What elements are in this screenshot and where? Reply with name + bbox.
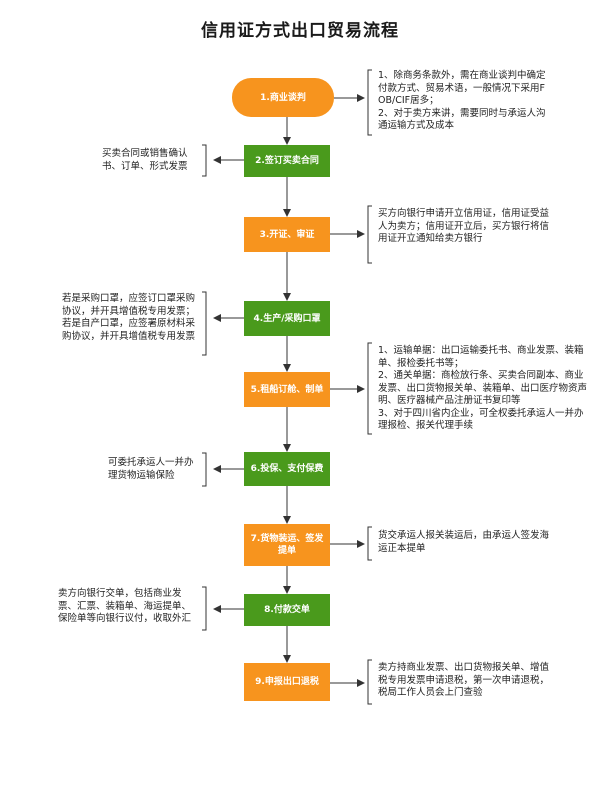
step-3-open-review-lc: 3.开证、审证 — [244, 217, 330, 252]
step-2-sign-contract: 2.签订买卖合同 — [244, 145, 330, 177]
note-step-2: 买卖合同或销售确认书、订单、形式发票 — [102, 148, 188, 172]
note-step-9: 卖方持商业发票、出口货物报关单、增值税专用发票申请退税，第一次申请退税，税局工作… — [378, 662, 550, 698]
note-step-4: 若是采购口罩，应签订口罩采购协议，并开具增值税专用发票；若是自产口罩，应签署原材… — [62, 293, 196, 342]
note-step-3: 买方向银行申请开立信用证，信用证受益人为卖方；信用证开立后，买方银行将信用证开立… — [378, 208, 550, 244]
step-9-export-tax-rebate: 9.申报出口退税 — [244, 663, 330, 701]
note-step-7: 货交承运人报关装运后，由承运人签发海运正本提单 — [378, 530, 550, 554]
step-7-shipment-bill-of-lading: 7.货物装运、签发提单 — [244, 524, 330, 566]
note-step-1: 1、除商务条款外，需在商业谈判中确定付款方式、贸易术语，一般情况下采用FOB/C… — [378, 70, 546, 131]
page-title: 信用证方式出口贸易流程 — [201, 21, 399, 41]
step-5-booking-documents: 5.租船订舱、制单 — [244, 372, 330, 407]
step-4-produce-purchase-masks: 4.生产/采购口罩 — [244, 301, 330, 336]
note-step-8: 卖方向银行交单，包括商业发票、汇票、装箱单、海运提单、保险单等向银行议付，收取外… — [58, 588, 192, 624]
note-step-6: 可委托承运人一并办理货物运输保险 — [108, 457, 194, 481]
step-1-business-negotiation: 1.商业谈判 — [232, 78, 334, 117]
step-6-insurance: 6.投保、支付保费 — [244, 452, 330, 486]
note-step-5: 1、运输单据：出口运输委托书、商业发票、装箱单、报检委托书等； 2、通关单据：商… — [378, 345, 588, 431]
step-8-payment-documents: 8.付款交单 — [244, 594, 330, 626]
